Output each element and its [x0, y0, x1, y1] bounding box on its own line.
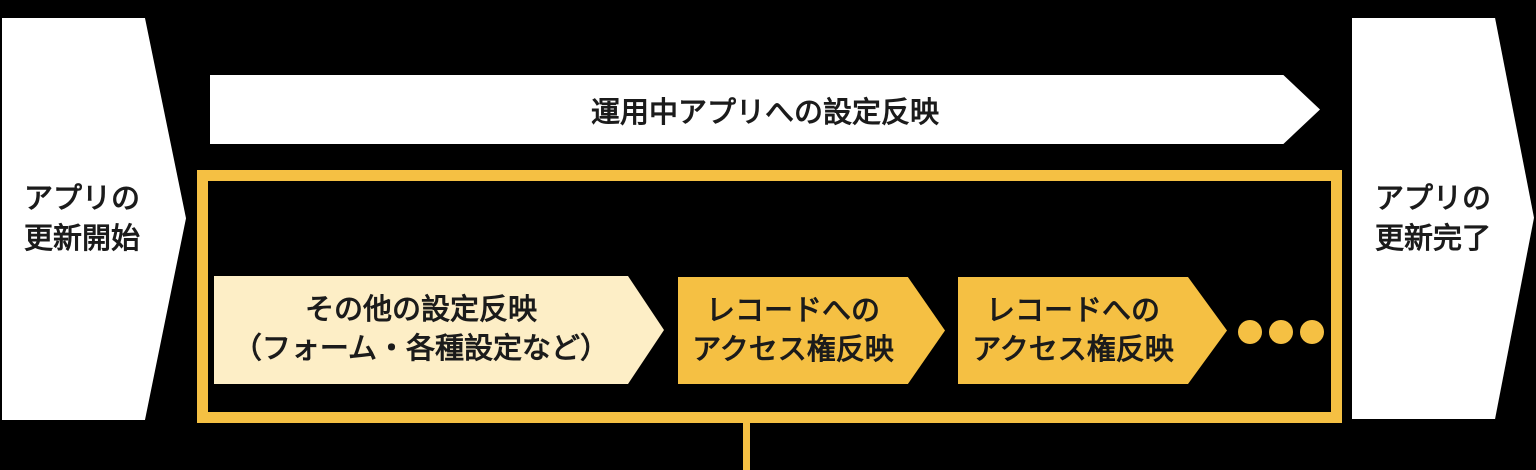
banner-label: 運用中アプリへの設定反映 [590, 96, 939, 129]
ellipsis-dot [1300, 320, 1324, 344]
step-record-access-arrow-2: レコードへの アクセス権反映 [958, 277, 1227, 384]
step-record-access-2-line2: アクセス権反映 [972, 333, 1174, 366]
step-record-access-1-line1: レコードへの [705, 294, 880, 327]
step-record-access-arrow-1: レコードへの アクセス権反映 [678, 277, 945, 384]
connector-line [743, 420, 750, 470]
ellipsis-dots [1238, 320, 1324, 344]
end-milestone-line1: アプリの [1374, 182, 1491, 215]
process-box-outline [197, 170, 1342, 423]
step-other-settings-line1: その他の設定反映 [304, 294, 537, 326]
end-milestone-shape: アプリの 更新完了 [1352, 18, 1534, 419]
start-milestone-line2: 更新開始 [23, 223, 140, 255]
ellipsis-dot [1269, 320, 1293, 344]
end-milestone-line2: 更新完了 [1374, 222, 1491, 255]
step-record-access-2-line1: レコードへの [985, 294, 1160, 327]
start-milestone-shape: アプリの 更新開始 [2, 18, 186, 420]
banner-arrow: 運用中アプリへの設定反映 [210, 75, 1320, 144]
step-other-settings-line2: （フォーム・各種設定など） [232, 333, 610, 365]
step-record-access-1-line2: アクセス権反映 [692, 333, 894, 366]
step-other-settings-arrow: その他の設定反映 （フォーム・各種設定など） [214, 276, 664, 384]
start-milestone-line1: アプリの [23, 183, 140, 215]
ellipsis-dot [1238, 320, 1262, 344]
